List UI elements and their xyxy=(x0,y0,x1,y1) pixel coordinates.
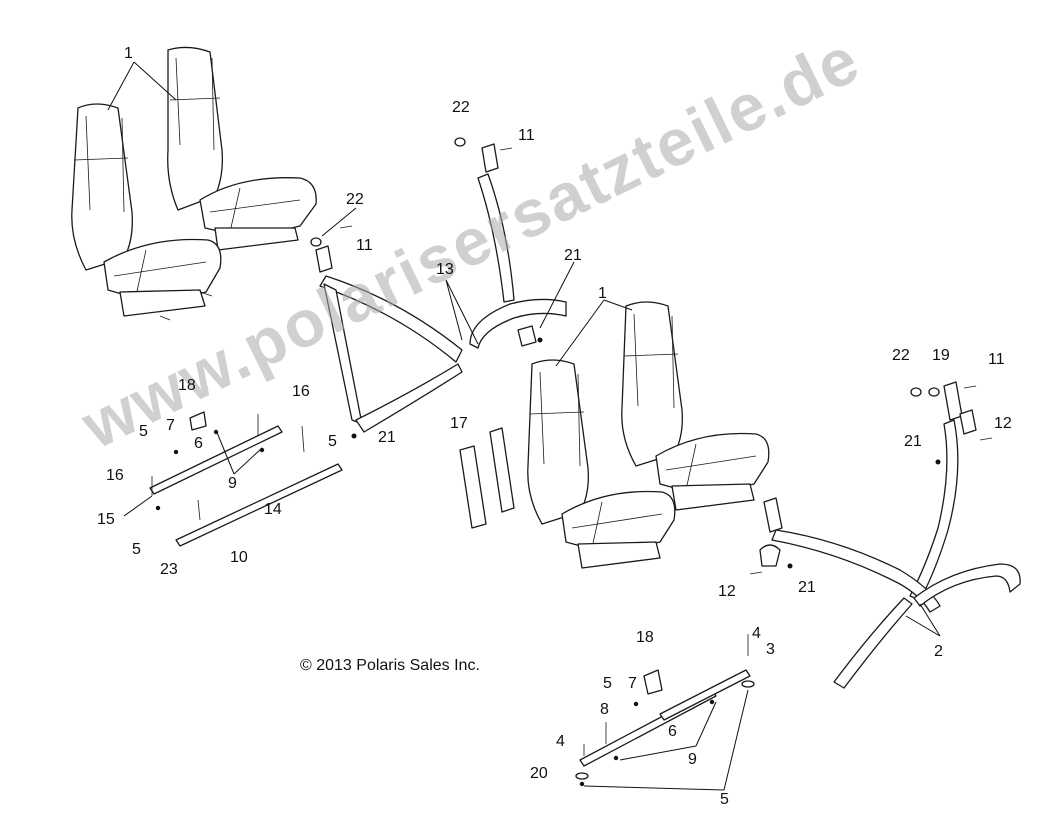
callout-11: 11 xyxy=(356,237,373,254)
callout-4: 4 xyxy=(556,733,565,750)
callout-5: 5 xyxy=(139,423,148,440)
hardware xyxy=(310,137,993,575)
callout-18: 18 xyxy=(636,629,654,646)
callout-16: 16 xyxy=(106,467,124,484)
rails-right xyxy=(575,634,755,787)
callout-22: 22 xyxy=(452,99,470,116)
callout-20: 20 xyxy=(530,765,548,782)
seatbelt-2 xyxy=(759,381,1021,689)
callout-21: 21 xyxy=(904,433,922,450)
callout-22: 22 xyxy=(892,347,910,364)
callout-17: 17 xyxy=(450,415,468,432)
seat-left-front xyxy=(71,103,222,321)
seatbelt-13 xyxy=(315,143,567,433)
callout-21: 21 xyxy=(798,579,816,596)
callout-21: 21 xyxy=(378,429,396,446)
callout-16: 16 xyxy=(292,383,310,400)
callout-5: 5 xyxy=(328,433,337,450)
callout-1: 1 xyxy=(124,45,133,62)
callout-5: 5 xyxy=(603,675,612,692)
callout-7: 7 xyxy=(166,417,175,434)
callout-11: 11 xyxy=(988,351,1005,368)
callout-11: 11 xyxy=(518,127,535,144)
callout-15: 15 xyxy=(97,511,115,528)
callout-13: 13 xyxy=(436,261,454,278)
callout-1: 1 xyxy=(598,285,607,302)
callout-6: 6 xyxy=(668,723,677,740)
callout-12: 12 xyxy=(718,583,736,600)
seat-right-front xyxy=(527,359,676,569)
callout-9: 9 xyxy=(228,475,237,492)
seat-right-rear xyxy=(621,301,770,511)
callout-7: 7 xyxy=(628,675,637,692)
callout-19: 19 xyxy=(932,347,950,364)
callout-14: 14 xyxy=(264,501,282,518)
callout-5: 5 xyxy=(132,541,141,558)
callout-12: 12 xyxy=(994,415,1012,432)
strap-17 xyxy=(459,427,515,529)
callout-23: 23 xyxy=(160,561,178,578)
callout-22: 22 xyxy=(346,191,364,208)
callout-2: 2 xyxy=(934,643,943,660)
callout-6: 6 xyxy=(194,435,203,452)
seat-left-rear xyxy=(167,46,317,251)
callout-9: 9 xyxy=(688,751,697,768)
callout-4: 4 xyxy=(752,625,761,642)
callout-8: 8 xyxy=(600,701,609,718)
leader-lines xyxy=(107,61,941,791)
rails-left xyxy=(149,411,343,547)
callout-5: 5 xyxy=(720,791,729,808)
callout-21: 21 xyxy=(564,247,582,264)
callout-18: 18 xyxy=(178,377,196,394)
callout-3: 3 xyxy=(766,641,775,658)
copyright-text: © 2013 Polaris Sales Inc. xyxy=(300,657,480,674)
callout-10: 10 xyxy=(230,549,248,566)
